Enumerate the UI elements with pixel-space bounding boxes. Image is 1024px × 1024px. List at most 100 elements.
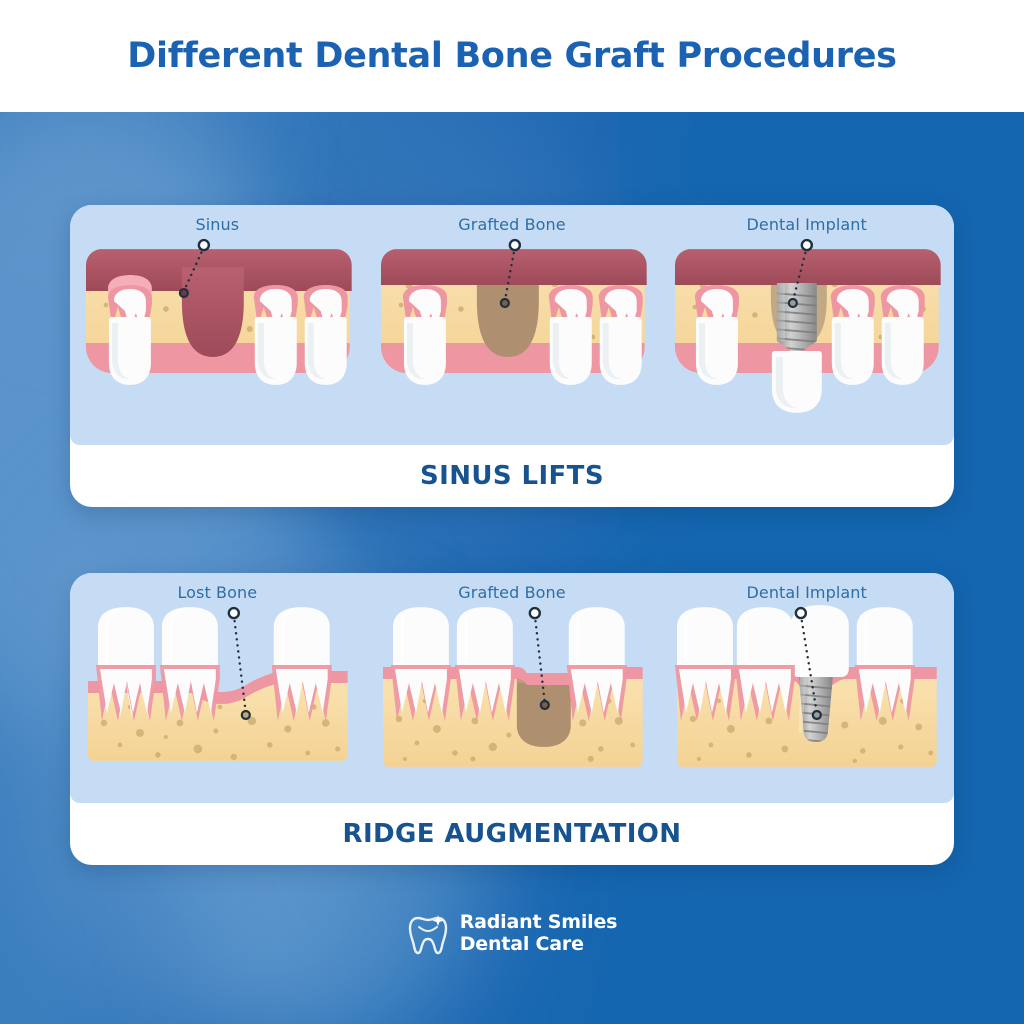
tooth-shade [552,323,571,380]
sinus-highlight [181,267,244,278]
ridge-augmentation-illustration-card: Lost Bone [70,573,954,803]
tooth [107,275,152,385]
bone-texture [690,698,934,764]
tooth-crown [882,317,925,385]
leader-line [788,238,814,309]
tooth-shade [257,323,276,380]
tooth [454,607,515,721]
tooth-root-inner [99,669,152,713]
tooth-shade [835,323,854,380]
tooth-crown [568,607,625,672]
leader-line [178,238,211,299]
tooth [253,285,298,385]
sinus-step-2-label: Grafted Bone [458,215,566,234]
gum-tooth [107,275,152,314]
tooth [303,285,348,385]
tooth-crown [599,317,642,385]
teeth-group [402,285,643,385]
tooth-shade [406,323,425,380]
tooth-shade [699,323,718,380]
tooth-crown [161,607,218,672]
tooth-highlight [576,609,593,672]
sinus-lifts-caption: SINUS LIFTS [420,461,604,491]
tooth [695,285,740,385]
panel-sinus-lifts: Sinus [70,205,954,507]
brand-name-line2: Dental Care [459,933,584,955]
tooth [831,285,876,385]
implant-screw [777,283,818,355]
tooth-highlight [169,609,186,672]
tooth-crown [273,607,330,672]
tooth-highlight [105,609,122,672]
sinus-cavity-diagram [85,238,352,385]
tooth [95,607,156,721]
tooth [675,607,736,721]
tooth-root-inner [859,669,912,713]
implant-highlight [799,677,808,733]
ridge-step-2-label: Grafted Bone [458,583,566,602]
tooth-crown [97,607,154,672]
tooth [855,607,916,721]
sinus-step-3-label: Dental Implant [746,215,867,234]
tooth [566,607,627,721]
tooth-root-inner [163,669,216,713]
sinus-step-2: Grafted Bone [365,205,660,445]
leader-line [227,606,251,721]
tooth [271,607,332,721]
brand-logo: Radiant Smiles Dental Care [0,912,1024,956]
tooth-crown [549,317,592,385]
tooth-crown [392,607,449,672]
lost-bone-diagram [87,606,348,761]
page-title: Different Dental Bone Graft Procedures [127,36,897,76]
tooth [881,285,926,385]
ridge-step-3: Dental Implant [659,573,954,803]
ridge-step-3-label: Dental Implant [746,583,867,602]
tooth-shade [776,356,798,408]
sinus-step-1-label: Sinus [195,215,240,234]
tooth-icon [408,915,447,955]
sinus-step-1: Sinus [70,205,365,445]
tooth-root-inner [570,669,623,713]
tooth-crown [254,317,297,385]
tooth-crown [108,317,151,385]
tooth [159,607,220,721]
leader-line [528,606,550,711]
implant-crown [772,350,823,413]
tooth-crown [677,607,734,672]
ridge-augmentation-caption: RIDGE AUGMENTATION [342,819,682,849]
ridge-grafted-bone-diagram [382,606,643,767]
sinus-membrane-top [675,249,942,286]
tooth [735,607,796,721]
tooth-shade [307,323,326,380]
ridge-dental-implant-diagram [675,605,938,767]
ridge-step-1-label: Lost Bone [177,583,258,602]
sparkle-icon [432,915,444,927]
ridge-step-2: Grafted Bone [365,573,660,803]
grafted-bone-diagram [380,238,647,385]
tooth-highlight [865,609,882,672]
tooth-root-inner [679,669,732,713]
tooth [598,285,643,385]
tooth-shade [885,323,904,380]
sinus-cavity [181,267,244,357]
tooth-root-inner [275,669,328,713]
tooth-highlight [400,609,417,672]
ridge-step-1: Lost Bone [70,573,365,803]
tooth-crown [832,317,875,385]
grafted-bone-material [476,267,539,357]
tooth-outline [408,916,447,955]
tooth-shade [111,323,130,380]
tooth-crown [456,607,513,672]
sinus-lifts-illustration-card: Sinus [70,205,954,445]
tooth-crown [857,607,914,672]
teeth-group [390,607,627,721]
panel-ridge-augmentation: Lost Bone [70,573,954,865]
tooth-crown [403,317,446,385]
header-bar: Different Dental Bone Graft Procedures [0,0,1024,112]
teeth-group [675,607,916,721]
sinus-step-3: Dental Implant [659,205,954,445]
implant-body [777,283,818,355]
leader-line [794,606,823,721]
brand-name: Radiant Smiles Dental Care [460,912,618,955]
